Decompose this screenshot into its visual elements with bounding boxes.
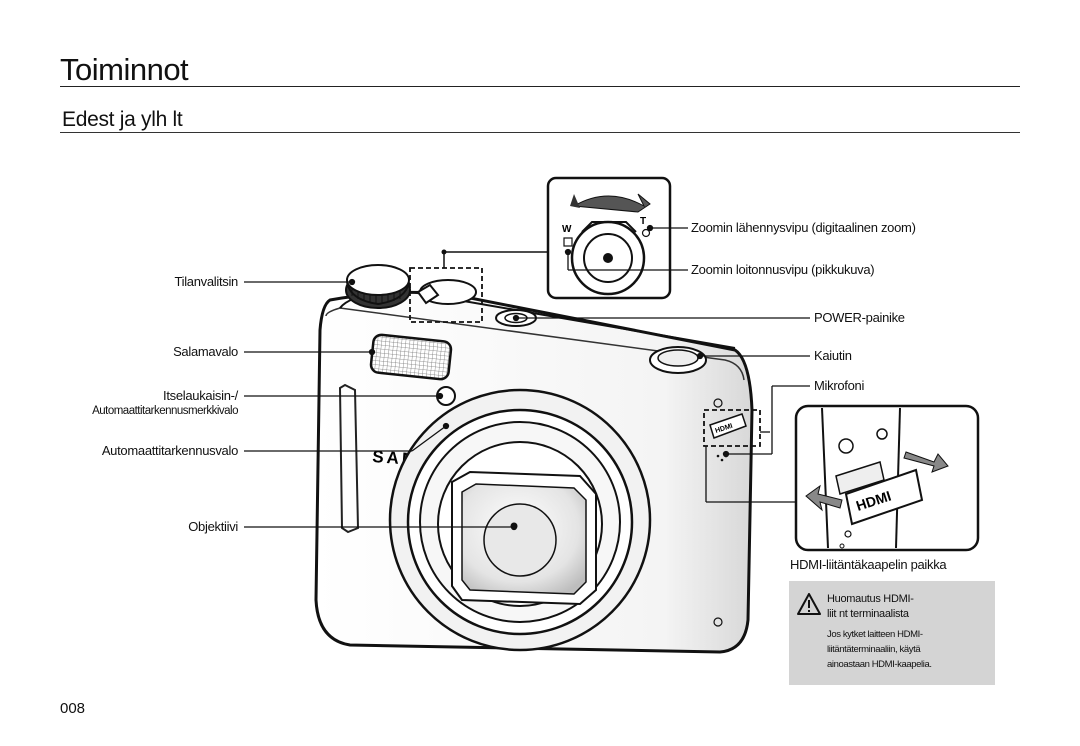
zoom-inset: W T (546, 176, 672, 300)
warning-triangle-icon (797, 593, 821, 615)
wide-mark: W (562, 224, 572, 235)
note-body-line3: ainoastaan HDMI-kaapelia. (827, 659, 932, 670)
label-speaker: Kaiutin (814, 348, 852, 363)
section-title: Edest ja ylh lt (62, 108, 183, 131)
leader-lines (244, 224, 810, 531)
label-self-timer-line1: Itselaukaisin-/ (163, 388, 238, 403)
label-af-lamp: Automaattitarkennusvalo (101, 443, 238, 458)
label-zoom-wide: Zoomin loitonnusvipu (pikkukuva) (691, 262, 875, 277)
hdmi-area-marker (703, 409, 761, 447)
label-microphone: Mikrofoni (814, 378, 865, 393)
note-body: Jos kytket laitteen HDMI- liitäntätermin… (827, 627, 932, 672)
note-box: Huomautus HDMI- liit nt terminaalista Jo… (789, 581, 995, 685)
label-power: POWER-painike (814, 310, 905, 325)
lens-assembly (388, 388, 652, 652)
section-rule (60, 132, 1020, 133)
note-heading-line1: Huomautus HDMI- (827, 593, 914, 605)
note-heading: Huomautus HDMI- liit nt terminaalista (827, 592, 914, 622)
note-heading-line2: liit nt terminaalista (827, 608, 909, 620)
label-lens: Objektiivi (188, 519, 238, 534)
title-rule (60, 86, 1020, 87)
page-number: 008 (60, 700, 86, 717)
label-flash: Salamavalo (173, 344, 238, 359)
label-hdmi-slot: HDMI-liitäntäkaapelin paikka (790, 557, 947, 572)
label-self-timer-line2: Automaattitarkennusmerkkivalo (92, 405, 238, 417)
hdmi-inset: HDMI (794, 404, 980, 552)
zoom-area-marker (409, 267, 483, 323)
label-mode-dial: Tilanvalitsin (174, 274, 238, 289)
page-title: Toiminnot (60, 52, 189, 87)
note-body-line1: Jos kytket laitteen HDMI- (827, 629, 923, 640)
note-body-line2: liitäntäterminaaliin, käytä (827, 644, 921, 655)
label-zoom-tele: Zoomin lähennysvipu (digitaalinen zoom) (691, 220, 916, 235)
tele-mark: T (640, 216, 646, 227)
